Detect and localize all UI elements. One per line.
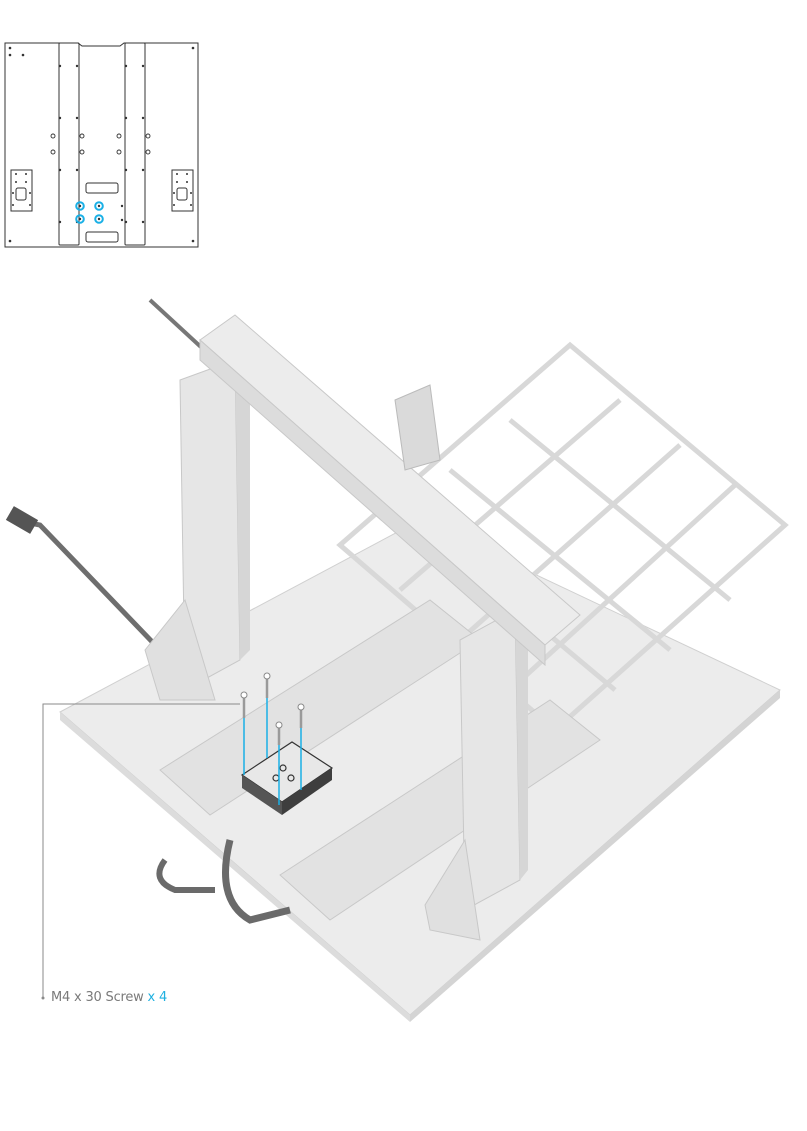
part-name: M4 x 30 Screw	[51, 990, 144, 1005]
highlighted-screw-holes	[75, 201, 104, 224]
base-plate-top-view	[4, 42, 199, 248]
screw-callout: M4 x 30 Screw x 4	[51, 990, 167, 1005]
screw-guides	[243, 698, 302, 805]
screws	[242, 678, 303, 745]
isometric-assembly-view	[5, 298, 789, 1022]
part-quantity: x 4	[147, 990, 168, 1005]
callout-leader	[42, 703, 240, 998]
